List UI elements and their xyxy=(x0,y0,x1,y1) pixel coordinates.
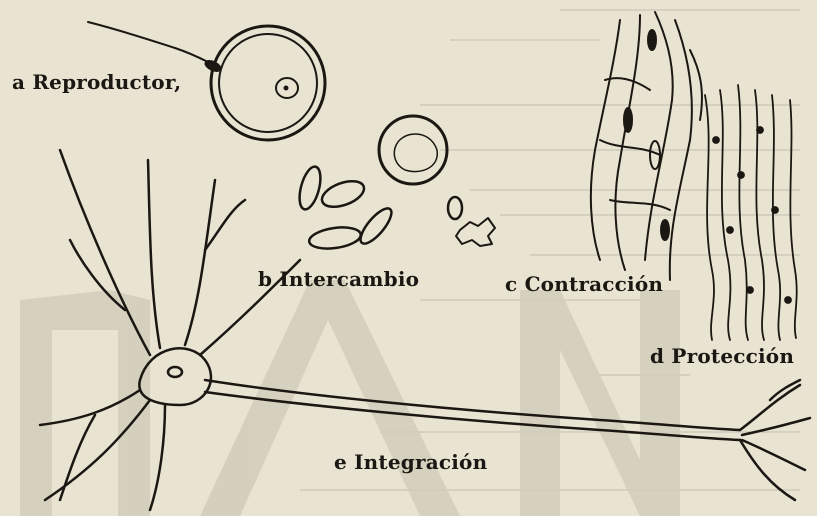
label-letter: a xyxy=(12,70,25,94)
label-integracion: e Integración xyxy=(334,450,487,474)
label-letter: d xyxy=(650,344,664,368)
sperm-cell-icon xyxy=(88,22,222,73)
label-text: Integración xyxy=(354,450,487,474)
label-proteccion: d Protección xyxy=(650,344,794,368)
label-text: Protección xyxy=(671,344,794,368)
label-text: Intercambio xyxy=(279,267,419,291)
label-text: Reproductor, xyxy=(32,70,181,94)
blood-cells-icon xyxy=(296,116,495,252)
label-letter: b xyxy=(258,267,272,291)
muscle-cells-icon xyxy=(591,12,702,280)
label-intercambio: b Intercambio xyxy=(258,267,419,291)
label-letter: e xyxy=(334,450,347,474)
connective-tissue-icon xyxy=(705,85,797,340)
egg-cell-icon xyxy=(211,26,325,140)
label-contraccion: c Contracción xyxy=(505,272,663,296)
label-reproductor: a Reproductor, xyxy=(12,70,181,94)
label-letter: c xyxy=(505,272,517,296)
label-text: Contracción xyxy=(525,272,664,296)
